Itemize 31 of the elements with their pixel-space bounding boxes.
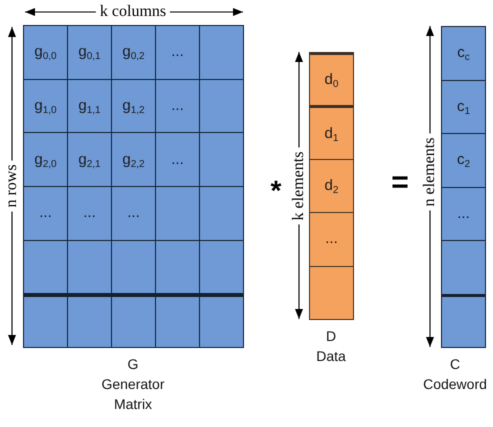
matrix-caption: Generator Matrix <box>100 375 166 414</box>
matrix-entry: ... <box>23 186 68 241</box>
matrix-symbol: G <box>128 355 138 374</box>
vector-symbol: C <box>450 355 460 374</box>
matrix-entry: g$_{1,1}$ <box>67 78 112 134</box>
matrix-entry: g$_{2,1}$ <box>67 132 112 188</box>
matrix-entry: ... <box>155 78 200 134</box>
matrix-entry: d$_{0}$ <box>309 52 354 106</box>
matrix-entry: ... <box>155 25 200 80</box>
matrix-entry: ... <box>309 212 354 267</box>
matrix-entry: d$_{2}$ <box>309 158 354 214</box>
matrix-entry: ... <box>111 186 156 241</box>
multiply-sign: * <box>270 177 282 205</box>
matrix-entry: c$_{c}$ <box>441 26 486 80</box>
matrix-entry: ... <box>155 132 200 188</box>
matrix-entry: c$_{1}$ <box>441 80 486 134</box>
matrix-entry: g$_{2,0}$ <box>23 132 68 188</box>
matrix-entry: c$_{2}$ <box>441 133 486 188</box>
equals-sign: = <box>391 168 409 198</box>
vector-caption: Codeword <box>423 375 487 394</box>
matrix-entry: ... <box>67 186 112 241</box>
vector-symbol: D <box>326 327 336 346</box>
matrix-entry: g$_{0,2}$ <box>111 25 156 80</box>
vector-caption: Data <box>316 347 346 366</box>
matrix-entry: g$_{1,2}$ <box>111 78 156 134</box>
matrix-entry: d$_{1}$ <box>309 105 354 160</box>
matrix-entry: g$_{2,2}$ <box>111 132 156 188</box>
matrix-entry: g$_{0,1}$ <box>67 25 112 80</box>
matrix-entry: g$_{0,0}$ <box>23 25 68 80</box>
matrix-entry: g$_{1,0}$ <box>23 78 68 134</box>
matrix-entry: ... <box>441 186 486 241</box>
